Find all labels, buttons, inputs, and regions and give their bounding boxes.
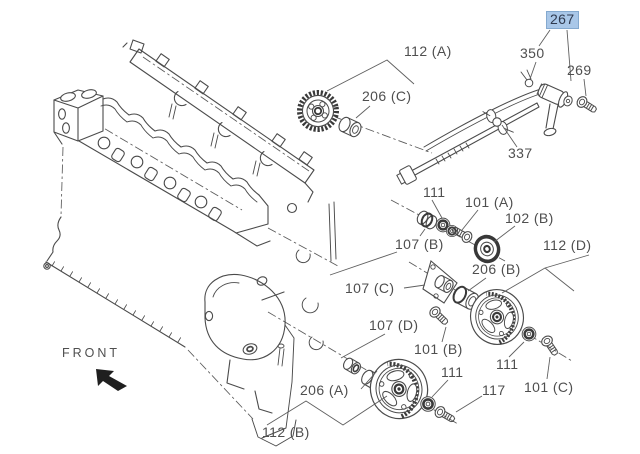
engine-block-drawing bbox=[43, 39, 337, 447]
leader-112d bbox=[501, 254, 590, 294]
part-label-107C[interactable]: 107 (C) bbox=[345, 280, 395, 296]
leader-101b bbox=[441, 326, 447, 343]
leader-206c bbox=[355, 105, 371, 119]
gear-bushing-206c-drawing bbox=[338, 116, 362, 138]
part-label-206C[interactable]: 206 (C) bbox=[362, 88, 412, 104]
part-label-107B[interactable]: 107 (B) bbox=[395, 236, 444, 252]
leader-269 bbox=[583, 78, 587, 97]
part-label-112A[interactable]: 112 (A) bbox=[404, 43, 452, 59]
part-label-111-3[interactable]: 111 bbox=[496, 356, 519, 372]
seal-102b-drawing bbox=[473, 234, 501, 264]
part-label-101B[interactable]: 101 (B) bbox=[414, 341, 463, 357]
part-label-111-1[interactable]: 111 bbox=[423, 184, 446, 200]
front-label: FRONT bbox=[62, 346, 121, 360]
leader-206a bbox=[360, 370, 378, 390]
camshaft-idler-gear-drawing bbox=[297, 90, 339, 132]
part-label-206B[interactable]: 206 (B) bbox=[472, 261, 521, 277]
leader-337 bbox=[501, 124, 518, 148]
tensioner-bracket-107c-drawing bbox=[422, 260, 458, 304]
leader-107d bbox=[340, 333, 386, 359]
part-label-101C[interactable]: 101 (C) bbox=[524, 379, 574, 395]
leader-lines bbox=[266, 29, 590, 426]
part-label-206A[interactable]: 206 (A) bbox=[300, 382, 349, 398]
part-label-267[interactable]: 267 bbox=[546, 11, 579, 29]
leader-117 bbox=[455, 395, 483, 413]
part-label-117[interactable]: 117 bbox=[482, 382, 506, 398]
leader-350 bbox=[529, 61, 537, 80]
leader-267 bbox=[538, 29, 572, 82]
oil-gauge-tube-drawing bbox=[396, 102, 540, 185]
part-label-112B[interactable]: 112 (B) bbox=[262, 424, 310, 440]
part-label-102B[interactable]: 102 (B) bbox=[505, 210, 554, 226]
part-label-269[interactable]: 269 bbox=[567, 62, 592, 78]
front-arrow-icon bbox=[96, 369, 127, 391]
leader-107b bbox=[329, 228, 426, 276]
part-label-112D[interactable]: 112 (D) bbox=[543, 237, 592, 253]
leader-206b bbox=[467, 277, 487, 292]
part-label-101A[interactable]: 101 (A) bbox=[465, 194, 514, 210]
leader-111-3 bbox=[508, 341, 525, 358]
leader-107c bbox=[403, 284, 426, 289]
leader-102b bbox=[493, 225, 516, 243]
bushing-107d-drawing bbox=[342, 357, 362, 375]
harness-clip-350-drawing bbox=[524, 78, 534, 88]
part-label-337[interactable]: 337 bbox=[508, 145, 533, 161]
leader-112b bbox=[266, 395, 388, 426]
leader-101a bbox=[461, 209, 479, 231]
part-label-111-2[interactable]: 111 bbox=[441, 364, 464, 380]
leader-111-2 bbox=[431, 379, 449, 398]
leader-111-1 bbox=[431, 199, 443, 219]
leader-101c bbox=[546, 356, 551, 380]
bushing-107b-drawing bbox=[416, 210, 438, 230]
leader-112a bbox=[326, 59, 415, 92]
part-label-350[interactable]: 350 bbox=[520, 45, 545, 61]
part-label-107D[interactable]: 107 (D) bbox=[369, 317, 419, 333]
